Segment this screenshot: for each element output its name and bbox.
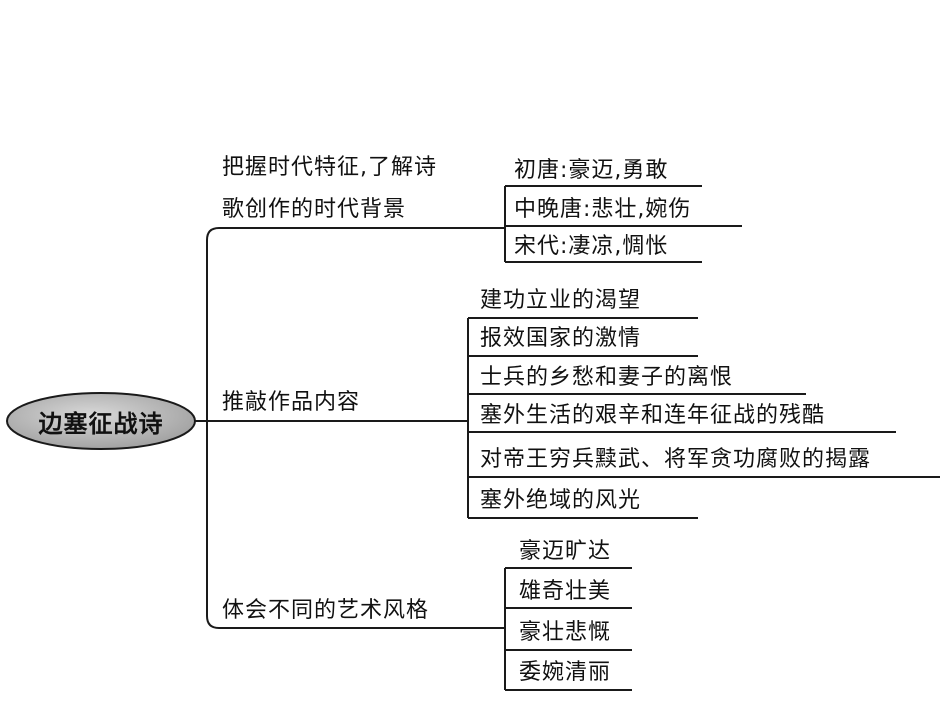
branch-1-label-line-2: 歌创作的时代背景 (222, 197, 407, 222)
branch-3-item-1: 豪迈旷达 (519, 539, 612, 564)
branch-2-item-5: 对帝王穷兵黩武、将军贪功腐败的揭露 (480, 447, 872, 472)
branch-1-item-1: 初唐:豪迈,勇敢 (514, 158, 669, 183)
center-node-label: 边塞征战诗 (38, 409, 164, 438)
branch-3-item-4: 委婉清丽 (519, 660, 612, 685)
branch-2-item-2: 报效国家的激情 (480, 326, 642, 351)
branch-2-item-6: 塞外绝域的风光 (480, 488, 642, 513)
branch-2-item-3: 士兵的乡愁和妻子的离恨 (480, 365, 734, 390)
branch-1-label-line-1: 把握时代特征,了解诗 (222, 155, 437, 180)
branch-3-label: 体会不同的艺术风格 (222, 598, 430, 623)
trunk-vertical (206, 227, 220, 629)
branch-3-item-3: 豪壮悲慨 (519, 620, 612, 645)
branch-1-item-2: 中晚唐:悲壮,婉伤 (514, 197, 692, 222)
branch-3-item-2: 雄奇壮美 (519, 579, 612, 604)
branch-2-item-1: 建功立业的渴望 (480, 288, 642, 313)
branch-2-item-4: 塞外生活的艰辛和连年征战的残酷 (480, 403, 826, 428)
branch-2-label: 推敲作品内容 (222, 390, 361, 415)
branch-1-item-3: 宋代:凄凉,惆怅 (514, 234, 669, 259)
